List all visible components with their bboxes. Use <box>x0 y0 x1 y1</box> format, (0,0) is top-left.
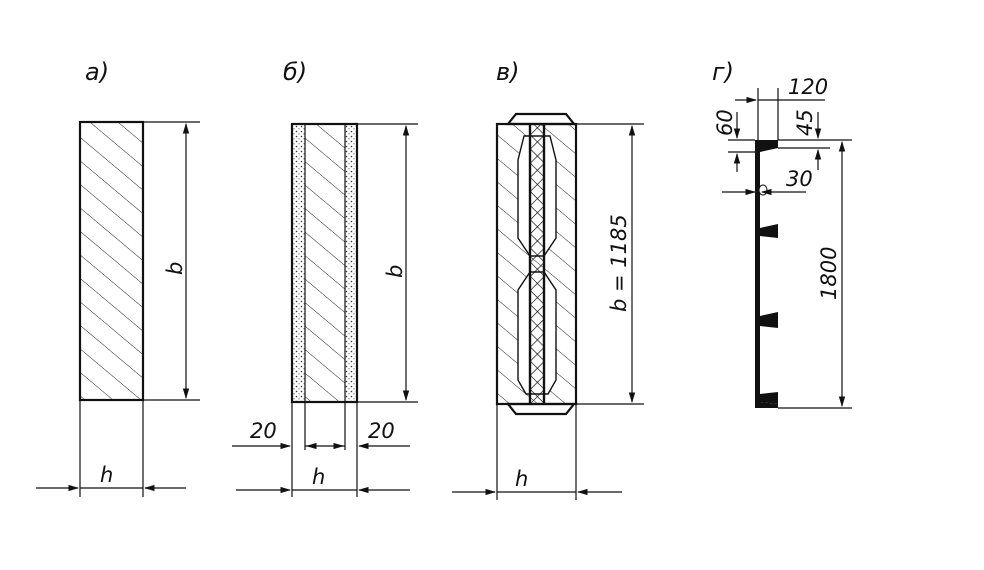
panel-g-rib-2 <box>760 312 778 328</box>
panel-b: б) b 20 20 h <box>232 58 418 497</box>
panel-g-1800-dimension: 1800 <box>817 247 841 300</box>
panel-v-reinforcement <box>530 124 544 404</box>
panel-b-left-layer <box>292 124 305 402</box>
panel-g-120-dimension: 120 <box>788 75 828 99</box>
panel-v-b-dimension: b = 1185 <box>607 214 631 312</box>
panel-a-section <box>80 122 143 400</box>
panel-v-label: в) <box>496 58 520 86</box>
panel-b-left20-dimension: 20 <box>250 419 277 443</box>
panel-b-h-dimension: h <box>312 465 325 489</box>
panel-b-right20-dimension: 20 <box>368 419 395 443</box>
panel-b-label: б) <box>283 58 307 86</box>
panel-a-h-dimension: h <box>100 463 113 487</box>
panel-g-web <box>755 140 760 408</box>
panel-a-b-dimension: b <box>163 262 187 275</box>
panel-b-b-dimension: b <box>383 265 407 278</box>
panel-g-label: г) <box>712 58 734 86</box>
panel-b-right-layer <box>345 124 357 402</box>
panel-v-bottom-ridge <box>505 402 577 416</box>
panel-g-60-dimension: 60 <box>713 109 737 136</box>
panel-g-rib-3 <box>760 392 778 404</box>
panel-g-hole <box>758 184 768 196</box>
panel-b-outline <box>290 122 359 404</box>
panel-a-label: а) <box>85 58 109 86</box>
panel-b-core <box>305 124 345 402</box>
panel-g-30-dimension: 30 <box>786 167 813 191</box>
panel-g-rib-1 <box>760 224 778 238</box>
panel-a-outline <box>78 120 145 402</box>
panel-a: а) b h <box>36 58 200 497</box>
panel-g: г) 120 60 45 30 1800 <box>712 58 852 409</box>
panel-g-45-dimension: 45 <box>793 109 817 136</box>
panel-v-h-dimension: h <box>515 467 528 491</box>
panel-v-top-ridge <box>505 112 577 126</box>
panel-v: в) b = 1185 h <box>452 58 644 500</box>
